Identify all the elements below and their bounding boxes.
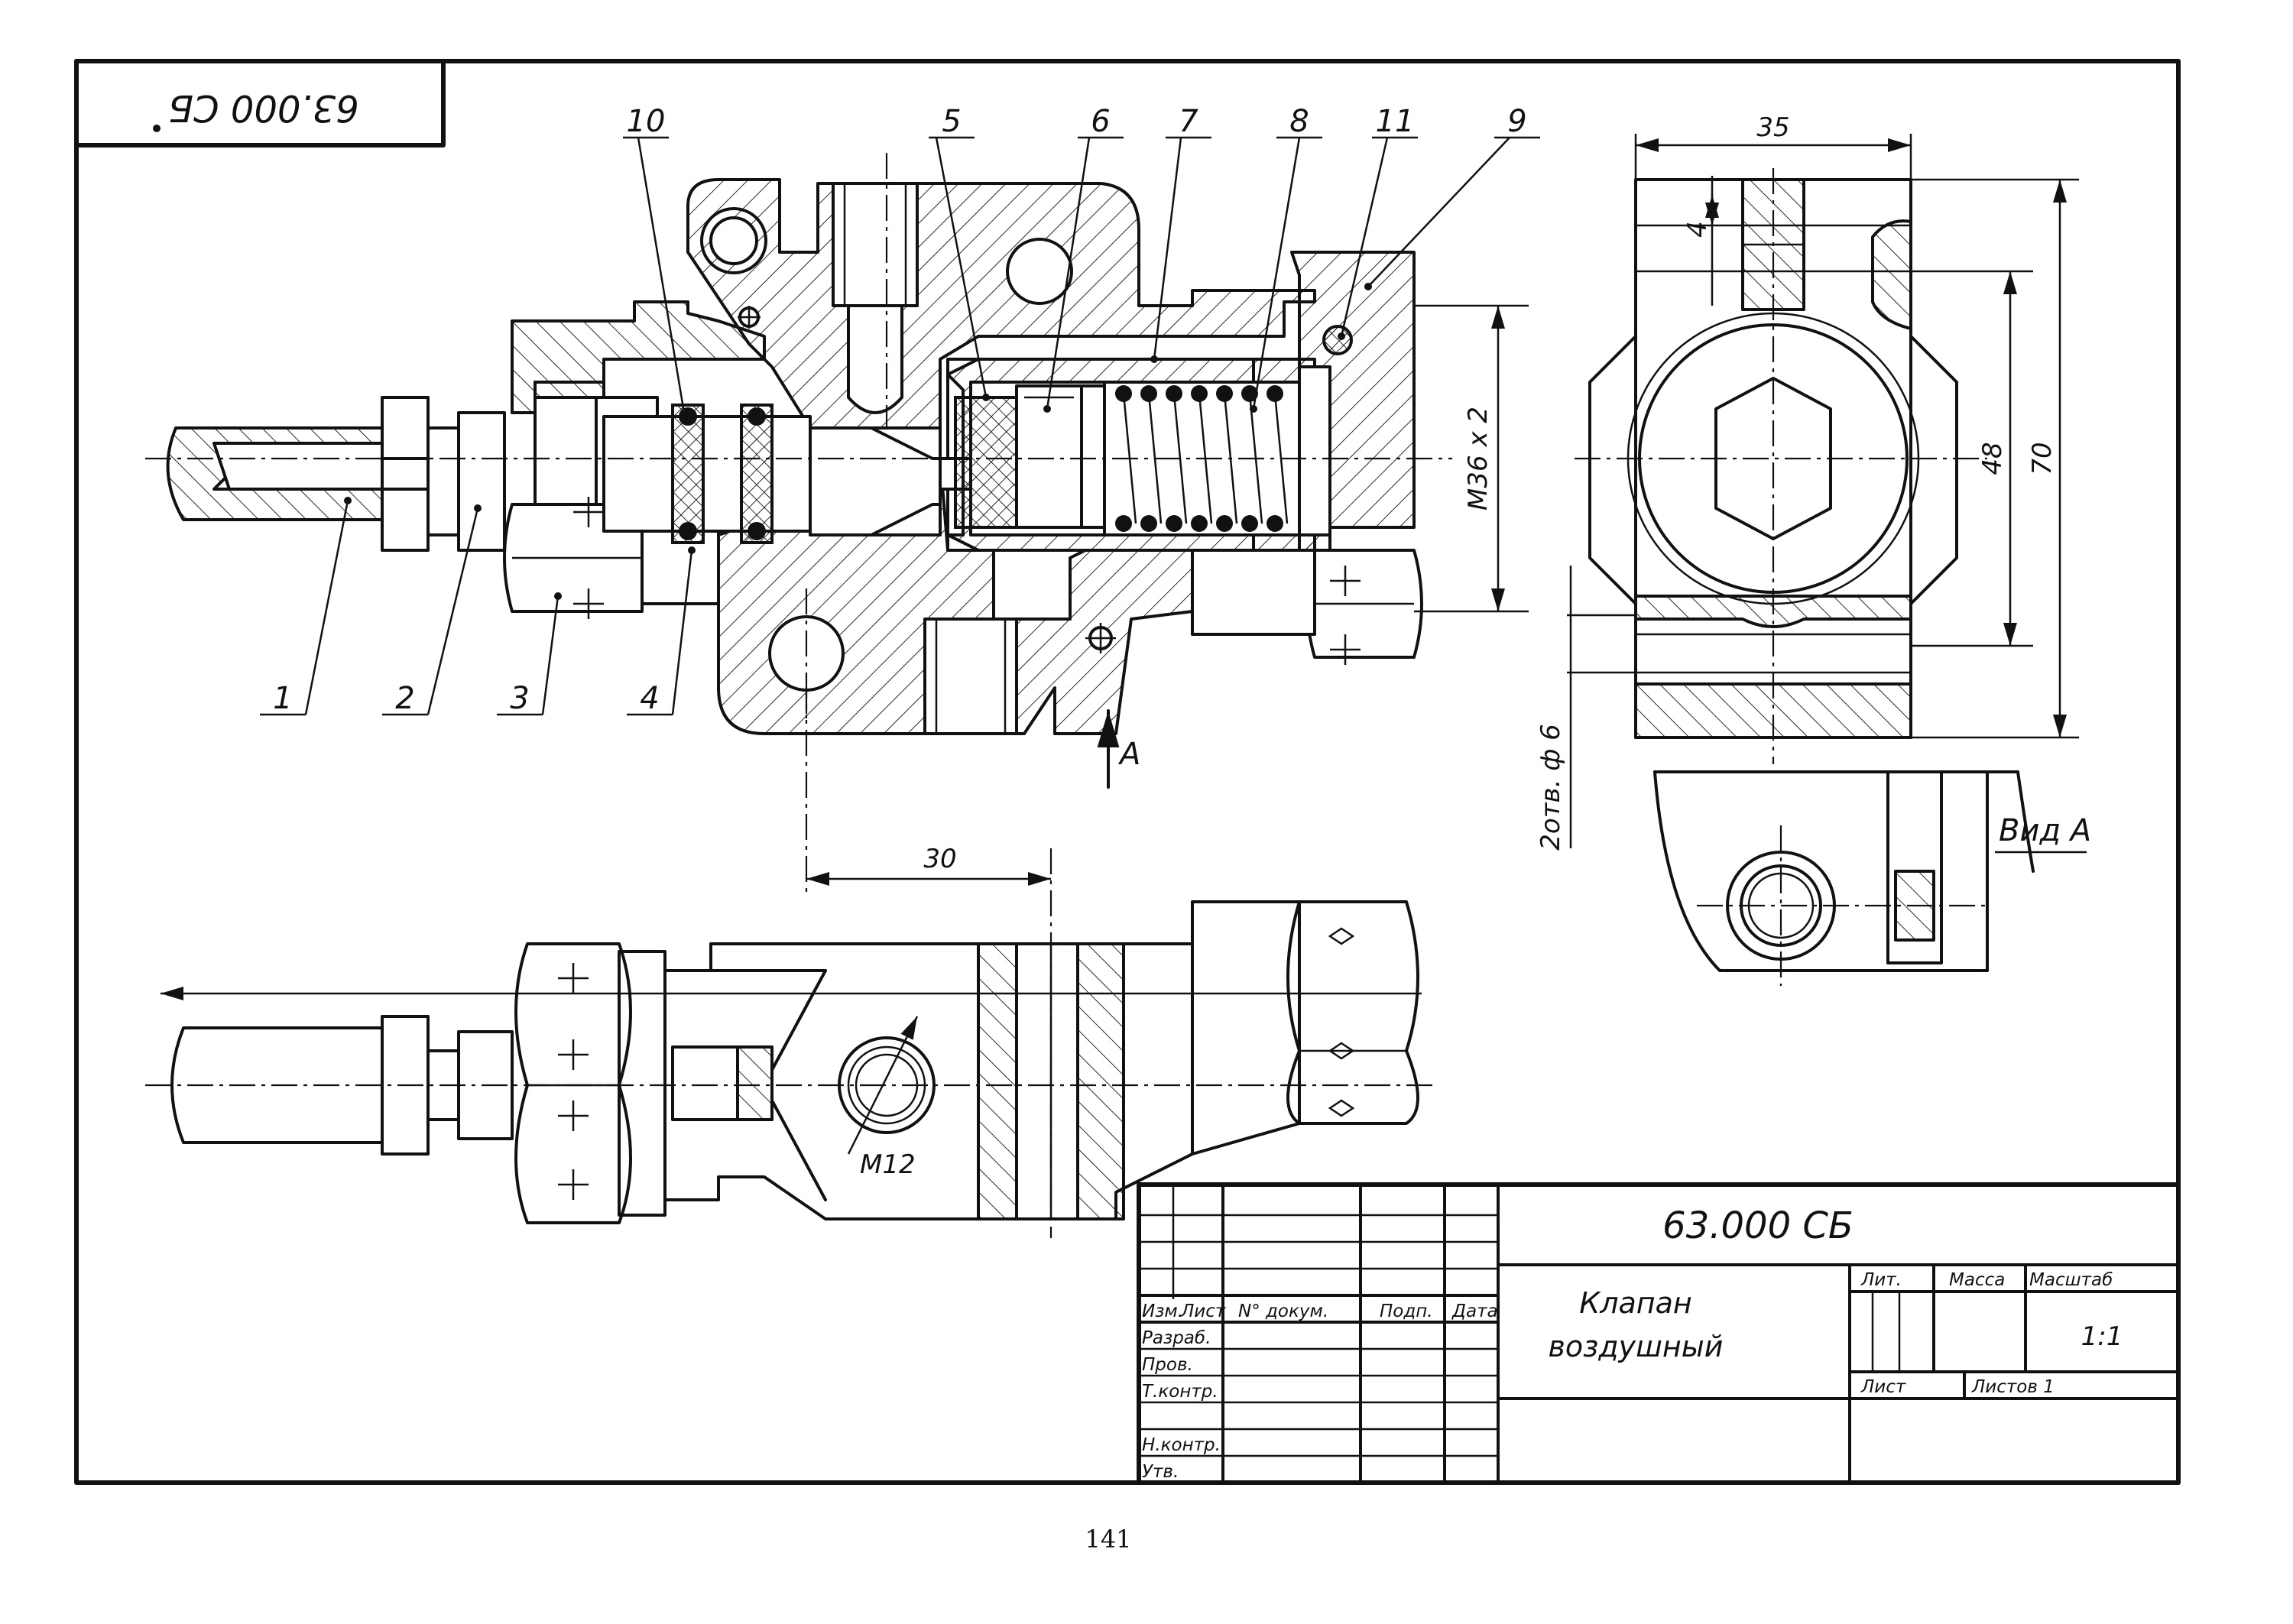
svg-text:2отв. ф 6: 2отв. ф 6 — [1536, 724, 1566, 850]
view-a-detail: Вид А — [1653, 770, 2091, 986]
callout-leader-8 — [1252, 137, 1301, 410]
svg-text:63.000 СБ: 63.000 СБ — [1662, 1204, 1854, 1247]
drawing-frame — [74, 59, 2181, 1485]
view-a-title: Вид А — [1999, 813, 2091, 848]
svg-text:Клапан: Клапан — [1579, 1286, 1692, 1320]
callout-number-3: 3 — [510, 681, 529, 716]
spring-coil-line — [1122, 393, 1137, 524]
callout-dot-5 — [982, 394, 990, 401]
callout-leader-6 — [1046, 137, 1091, 410]
svg-text:N° докум.: N° докум. — [1238, 1301, 1328, 1321]
spring-coil-line — [1248, 393, 1263, 524]
callout-dot-6 — [1043, 405, 1051, 413]
o-rings-10 — [671, 404, 774, 544]
spring-coil — [1267, 515, 1283, 532]
mount-hole-mid — [1006, 238, 1073, 305]
spring-coil — [1115, 515, 1132, 532]
svg-text:Дата: Дата — [1451, 1301, 1498, 1321]
svg-text:Разраб.: Разраб. — [1142, 1328, 1211, 1348]
svg-text:Масштаб: Масштаб — [2029, 1270, 2113, 1290]
svg-text:30: 30 — [923, 844, 956, 874]
callout-dot-9 — [1364, 283, 1372, 290]
callout-leader-7 — [1153, 137, 1182, 360]
callout-dot-2 — [474, 504, 482, 512]
spring-coil-line — [1273, 393, 1289, 524]
callout-leader-1 — [304, 500, 349, 715]
spring-coil — [1166, 515, 1182, 532]
callout-dot-11 — [1338, 332, 1345, 340]
svg-text:воздушный: воздушный — [1549, 1330, 1724, 1363]
svg-text:48: 48 — [1977, 442, 2008, 475]
callout-dot-7 — [1150, 355, 1158, 363]
callout-number-4: 4 — [640, 681, 659, 716]
m36-dimension: M36 x 2 — [1414, 304, 1529, 613]
callout-leader-11 — [1340, 137, 1389, 337]
main-section-view — [145, 153, 1452, 735]
body-casting — [686, 178, 1316, 735]
spring-coil — [1191, 515, 1208, 532]
spring-coil — [1216, 515, 1233, 532]
callout-dot-10 — [680, 409, 688, 417]
spring-coil-line — [1198, 393, 1213, 524]
svg-text:1:1: 1:1 — [2081, 1321, 2123, 1352]
callout-leader-2 — [426, 507, 479, 715]
view-a-letter: A — [1117, 737, 1140, 772]
svg-text:M12: M12 — [860, 1149, 916, 1180]
callout-leader-5 — [935, 137, 988, 398]
callout-number-1: 1 — [273, 681, 292, 716]
svg-text:Лист: Лист — [1860, 1377, 1906, 1397]
svg-text:Масса: Масса — [1949, 1270, 2005, 1290]
callout-leader-3 — [541, 595, 559, 715]
collar-2 — [457, 411, 506, 552]
callout-leader-9 — [1367, 137, 1510, 287]
svg-text:M36 x 2: M36 x 2 — [1463, 407, 1494, 511]
title-block: 63.000 СБ Клапан воздушный Изм. Лист N° … — [1137, 1182, 2181, 1485]
part-callouts: 1 2 3 4 5 6 7 8 9 10 11 — [260, 104, 1540, 716]
callout-number-9: 9 — [1507, 104, 1526, 139]
callout-dot-1 — [344, 497, 352, 504]
m12-port — [838, 1036, 936, 1134]
seal-11 — [1322, 325, 1353, 355]
rotated-code-box — [74, 59, 446, 147]
spring-coil-line — [1147, 393, 1163, 524]
callout-number-6: 6 — [1091, 104, 1110, 139]
svg-text:Подп.: Подп. — [1380, 1301, 1433, 1321]
spring-coil-line — [1223, 393, 1238, 524]
svg-text:Н.контр.: Н.контр. — [1142, 1435, 1221, 1455]
svg-text:Лит.: Лит. — [1860, 1270, 1902, 1290]
plan-view: M12 — [145, 900, 1437, 1224]
callout-number-8: 8 — [1289, 104, 1309, 139]
callout-number-2: 2 — [395, 681, 414, 716]
svg-text:Пров.: Пров. — [1142, 1355, 1193, 1375]
svg-text:4: 4 — [1682, 221, 1713, 238]
callout-dot-3 — [554, 592, 562, 600]
callout-leader-4 — [671, 549, 693, 715]
callout-number-7: 7 — [1179, 104, 1198, 139]
svg-text:Т.контр.: Т.контр. — [1142, 1382, 1218, 1402]
mount-hole-top — [709, 216, 758, 265]
svg-text:Утв.: Утв. — [1142, 1462, 1179, 1482]
svg-text:70: 70 — [2027, 442, 2058, 475]
callout-dot-8 — [1250, 405, 1257, 413]
page-number: 141 — [1085, 1525, 1131, 1554]
callout-number-10: 10 — [627, 104, 666, 139]
svg-text:35: 35 — [1756, 112, 1789, 143]
spring-coil — [1241, 515, 1258, 532]
side-view: 35 4 48 70 2отв. ф 6 — [1536, 112, 2079, 851]
callout-number-5: 5 — [942, 104, 961, 139]
valve-pad — [954, 396, 1018, 529]
rotated-code: 63.000 СБ — [168, 86, 359, 129]
svg-text:Изм.: Изм. — [1142, 1301, 1183, 1321]
dim-30: 30 — [805, 688, 1052, 1238]
callout-dot-4 — [688, 546, 696, 554]
callout-number-11: 11 — [1376, 104, 1415, 139]
spring-coil — [1140, 515, 1157, 532]
svg-text:Листов 1: Листов 1 — [1971, 1377, 2055, 1397]
spring-coils — [1115, 385, 1289, 532]
callout-leader-10 — [637, 137, 686, 413]
spring-coil-line — [1172, 393, 1188, 524]
svg-text:Лист: Лист — [1180, 1301, 1226, 1321]
